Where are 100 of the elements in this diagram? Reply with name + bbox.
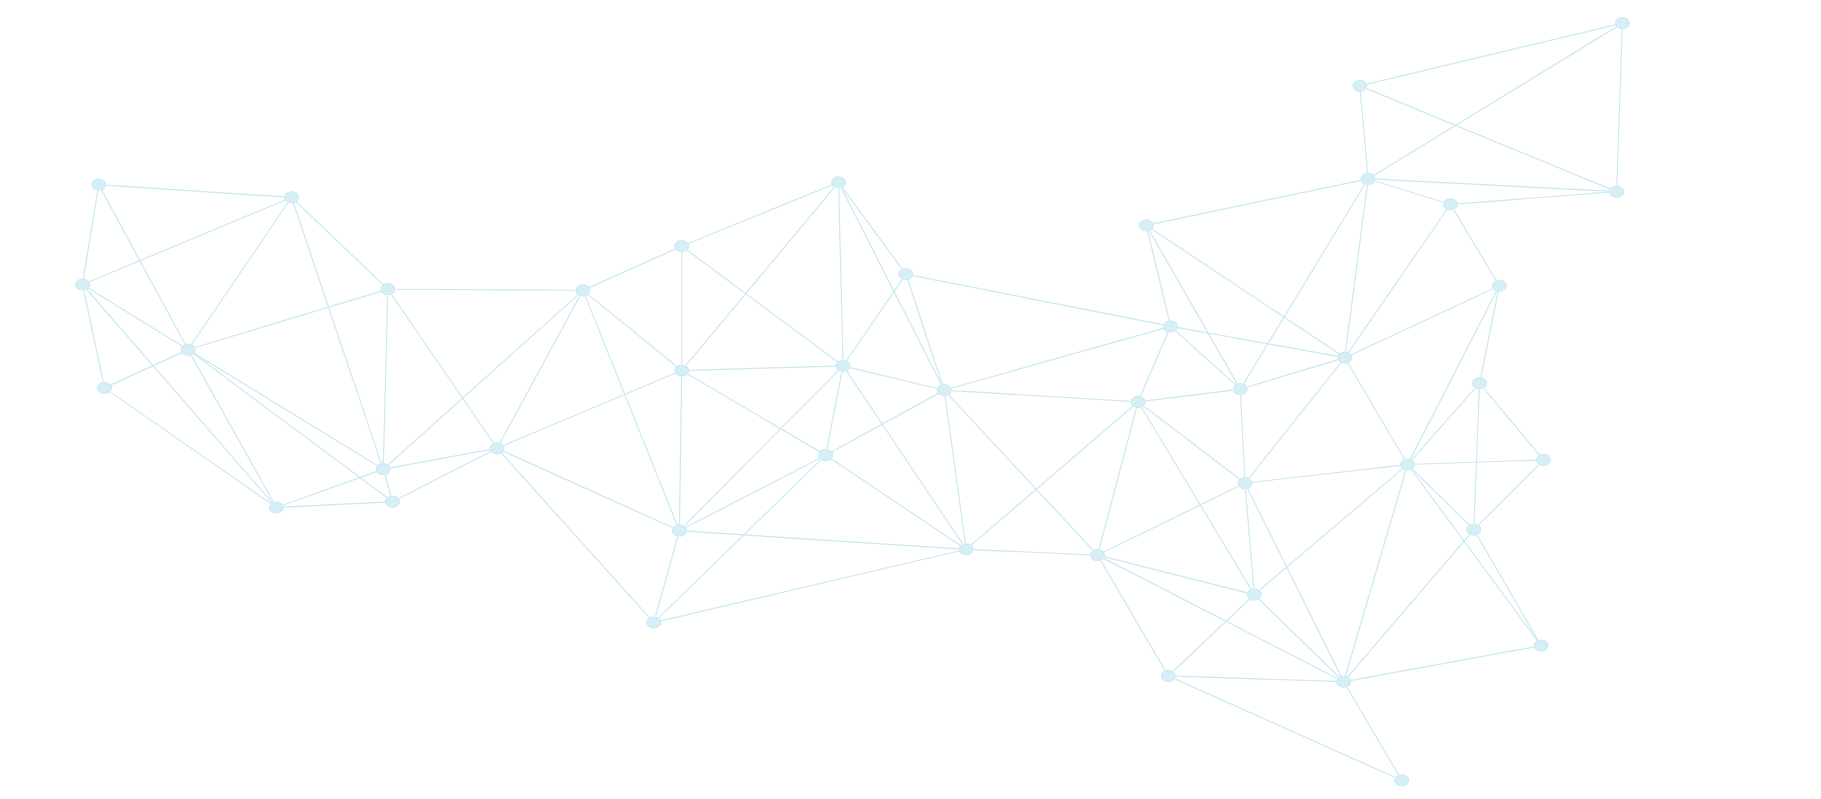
connector-line	[846, 370, 964, 545]
connector-line	[1251, 464, 1401, 483]
connector-line	[1411, 387, 1476, 461]
connector-line	[1143, 405, 1241, 480]
connector-line	[687, 184, 833, 245]
connector-line	[193, 353, 388, 499]
connector-line	[840, 187, 942, 386]
connector-line	[193, 352, 378, 467]
connector-line	[1483, 387, 1540, 456]
connector-line	[973, 549, 1091, 556]
connector-line	[838, 187, 844, 361]
connector-line	[1411, 468, 1470, 526]
connector-line	[83, 289, 104, 383]
connector-line	[841, 186, 903, 270]
connector-line	[1375, 178, 1610, 192]
connector-line	[105, 184, 285, 198]
connector-line	[1347, 534, 1471, 678]
connector-line	[1350, 646, 1535, 681]
connector-line	[1347, 209, 1448, 353]
connector-line	[687, 373, 821, 453]
connector-line	[190, 354, 274, 503]
connector-line	[283, 501, 386, 508]
connector-line	[950, 327, 1165, 389]
connector-line	[1258, 468, 1403, 591]
connector-line	[387, 294, 579, 466]
connector-line	[907, 279, 943, 385]
connector-line	[1359, 91, 1369, 174]
connector-line	[1374, 180, 1445, 203]
connector-line	[1473, 388, 1480, 525]
connector-line	[948, 394, 1094, 551]
connector-line	[1243, 183, 1366, 385]
connector-line	[1152, 179, 1362, 225]
connector-line	[1100, 560, 1166, 671]
connector-line	[398, 450, 492, 500]
connector-line	[685, 186, 835, 367]
connector-line	[826, 371, 843, 450]
connector-line	[1098, 407, 1138, 550]
connector-line	[500, 452, 650, 619]
connector-line	[1248, 362, 1342, 479]
connector-line	[587, 294, 677, 367]
connector-line	[1258, 598, 1340, 678]
connector-line	[282, 471, 377, 506]
connector-line	[1344, 469, 1407, 677]
connector-line	[1410, 469, 1538, 642]
connector-line	[584, 295, 678, 526]
network-dot	[1394, 774, 1410, 787]
connector-line	[86, 288, 273, 504]
connector-line	[1347, 362, 1405, 460]
connector-line	[589, 248, 676, 288]
connector-line	[846, 278, 903, 362]
connector-line	[849, 366, 938, 390]
connector-line	[831, 393, 939, 453]
connector-line	[1409, 290, 1498, 460]
connector-line	[1140, 406, 1252, 590]
connector-line	[1476, 534, 1539, 641]
connector-line	[1140, 331, 1169, 397]
connector-line	[951, 390, 1132, 402]
connector-line	[88, 199, 286, 283]
connector-line	[389, 449, 491, 469]
connector-line	[658, 459, 822, 619]
connector-line	[1151, 228, 1340, 355]
connector-line	[660, 550, 960, 622]
connector-line	[503, 372, 676, 447]
connector-line	[1172, 598, 1250, 672]
connector-line	[390, 293, 495, 444]
connector-line	[1147, 230, 1170, 321]
connector-line	[1148, 230, 1238, 385]
connector-line	[683, 369, 839, 527]
connector-line	[382, 294, 389, 464]
connector-line	[1174, 678, 1396, 779]
connector-line	[1480, 291, 1499, 378]
connector-line	[1453, 209, 1497, 281]
connector-line	[912, 274, 1164, 326]
connector-line	[686, 530, 960, 550]
connector-line	[654, 536, 679, 618]
connector-line	[1247, 488, 1342, 677]
connector-line	[1346, 686, 1400, 776]
connector-line	[1244, 488, 1255, 590]
connector-line	[1246, 359, 1339, 388]
connector-line	[944, 395, 966, 544]
connector-line	[1366, 88, 1611, 190]
connector-line	[292, 202, 382, 464]
connector-line	[688, 365, 837, 371]
connector-line	[970, 405, 1134, 546]
connector-line	[101, 189, 186, 345]
connector-line	[384, 474, 392, 497]
connector-line	[499, 295, 581, 444]
connector-line	[109, 391, 272, 505]
connector-line	[87, 287, 183, 347]
connector-line	[1366, 24, 1616, 85]
connector-line	[1144, 389, 1234, 402]
connector-line	[394, 288, 577, 291]
connector-line	[1414, 459, 1537, 465]
connector-line	[295, 201, 384, 286]
connector-line	[681, 251, 683, 365]
connector-line	[1175, 675, 1337, 683]
connector-line	[191, 202, 289, 345]
connector-line	[1104, 556, 1248, 594]
connector-line	[503, 450, 674, 529]
connector-line	[110, 352, 183, 386]
